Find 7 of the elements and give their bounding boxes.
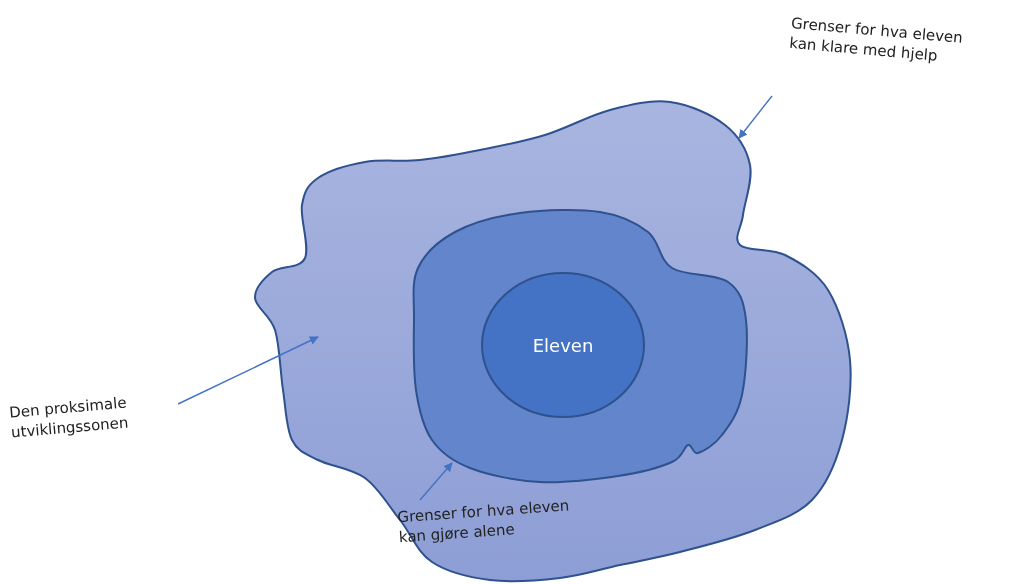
arrow <box>419 462 453 501</box>
arrow <box>738 95 773 139</box>
annotation-text: Grenser for hva eleven kan gjøre alene <box>396 495 571 548</box>
center-label: Eleven <box>531 334 595 358</box>
annotation-text: Den proksimale utviklingssonen <box>8 392 130 443</box>
arrow <box>177 336 319 405</box>
annotation-text: Grenser for hva eleven kan klare med hjelp <box>788 14 965 67</box>
